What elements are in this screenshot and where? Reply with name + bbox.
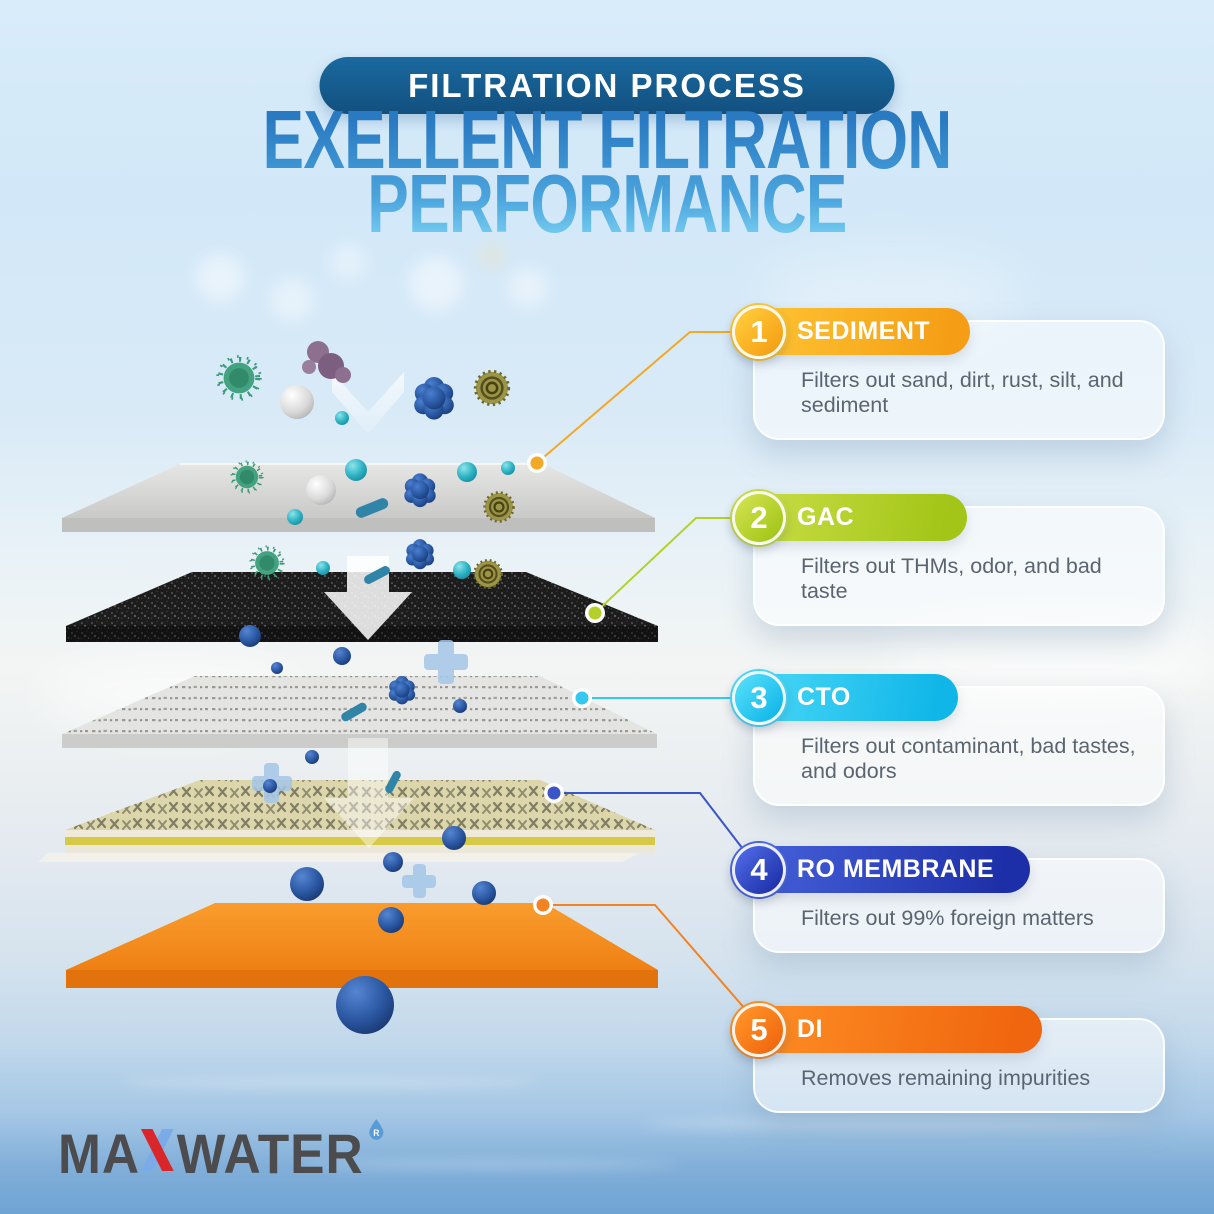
teal-particle: [287, 509, 303, 525]
teal-particle: [501, 461, 515, 475]
registered-drop-icon: R: [369, 1119, 384, 1140]
ghost-particles: [196, 242, 548, 321]
step-number-badge: 4: [732, 843, 786, 897]
step-description: Filters out THMs, odor, and bad taste: [801, 554, 1102, 603]
teal-particle: [453, 561, 471, 579]
down-arrow-icon: [324, 738, 414, 848]
step-title: CTO: [797, 683, 851, 711]
logo-x-mark: [140, 1129, 174, 1171]
logo-text-water: WATER: [176, 1122, 364, 1185]
bacteria-cluster-particle: [405, 539, 435, 570]
silver-particle: [280, 385, 314, 419]
step-description: Filters out contaminant, bad tastes, and…: [801, 734, 1136, 783]
title-badge-label: FILTRATION PROCESS: [408, 66, 806, 104]
step-description: Filters out 99% foreign matters: [801, 906, 1094, 930]
blue-particle: [333, 647, 351, 665]
blue-particle: [290, 867, 324, 901]
contaminant-particles: [218, 341, 515, 1034]
callout-dot-4: [544, 783, 564, 803]
callout-dot-5: [533, 895, 553, 915]
brand-logo: MA WATER R: [58, 1119, 386, 1185]
flow-arrows: [324, 372, 414, 848]
svg-text:R: R: [373, 1128, 380, 1138]
blue-particle: [383, 852, 403, 872]
teal-particle: [316, 561, 330, 575]
down-chevron-icon: [332, 372, 404, 434]
rod-bacteria-particle: [385, 770, 401, 794]
title-badge: FILTRATION PROCESS: [319, 57, 895, 114]
teal-particle: [345, 459, 367, 481]
step-number-badge: 2: [732, 491, 786, 545]
di-layer: [66, 903, 658, 988]
ro-membrane-layer: [38, 780, 655, 862]
step-title: GAC: [797, 503, 855, 531]
blue-particle: [271, 662, 283, 674]
rod-bacteria-particle: [341, 702, 367, 722]
blue-particle: [442, 826, 466, 850]
step-title: DI: [797, 1015, 823, 1043]
callout-connectors: [536, 331, 760, 1026]
blue-particle: [453, 699, 467, 713]
blue-particle: [336, 976, 394, 1034]
blue-particle: [239, 625, 261, 647]
logo-text-ma: MA: [58, 1122, 140, 1185]
teal-particle: [457, 462, 477, 482]
step-title: SEDIMENT: [797, 317, 931, 345]
connector-line-1: [536, 331, 759, 464]
water-streak: [640, 1118, 1160, 1130]
mold-cluster-particle: [302, 341, 351, 383]
step-description: Removes remaining impurities: [801, 1066, 1091, 1090]
step-description: Filters out sand, dirt, rust, silt, and …: [801, 368, 1124, 417]
blue-particle: [378, 907, 404, 933]
step-number-badge: 1: [732, 305, 786, 359]
connector-line-5: [543, 904, 760, 1026]
rod-bacteria-particle: [355, 498, 389, 518]
callout-dots: [527, 453, 605, 915]
callout-dot-1: [527, 453, 547, 473]
step-title-pill: DI: [733, 1006, 1042, 1053]
water-streak: [300, 1160, 680, 1169]
silver-particle: [306, 475, 336, 505]
step-number-badge: 3: [732, 671, 786, 725]
callout-dot-2: [585, 603, 605, 623]
cyst-ring-particle: [473, 369, 511, 407]
step-title: RO MEMBRANE: [797, 855, 995, 883]
step-number-badge: 5: [732, 1003, 786, 1057]
virus-particle: [218, 357, 261, 400]
connector-line-4: [554, 792, 760, 871]
blue-particle: [263, 779, 277, 793]
blue-particle: [305, 750, 319, 764]
down-arrow-icon: [324, 556, 412, 640]
bacteria-cluster-particle: [414, 377, 454, 420]
callout-dot-3: [572, 688, 592, 708]
connector-line-2: [594, 517, 759, 614]
plus-icon: [402, 864, 436, 898]
plus-icon: [424, 640, 468, 684]
blue-particle: [472, 881, 496, 905]
water-streak: [120, 1078, 540, 1088]
rod-bacteria-particle: [364, 566, 390, 584]
teal-particle: [335, 411, 349, 425]
